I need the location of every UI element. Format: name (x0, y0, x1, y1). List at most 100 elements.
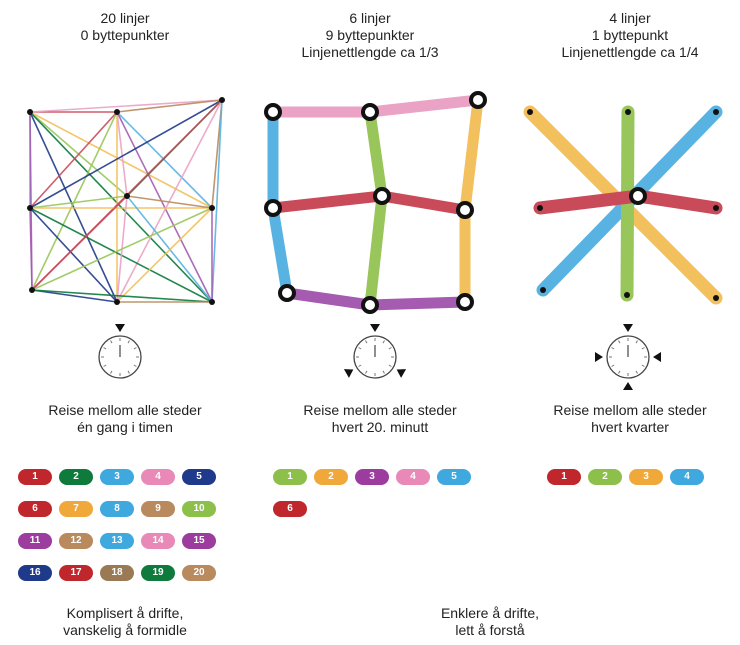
stop-point (537, 205, 543, 211)
line-badge: 9 (141, 501, 175, 517)
panel2-heading-line3: Linjenettlengde ca 1/3 (301, 44, 439, 60)
footer-left: Komplisert å drifte, vanskelig å formidl… (10, 605, 240, 639)
route-line (116, 207, 213, 303)
line-badge: 3 (355, 469, 389, 485)
stop-point (124, 193, 130, 199)
stop-point (527, 109, 533, 115)
line-badge: 1 (547, 469, 581, 485)
line-badge: 5 (437, 469, 471, 485)
line-red (267, 190, 388, 214)
line-badge: 3 (629, 469, 663, 485)
route-line (29, 99, 223, 113)
line-purple (364, 296, 471, 311)
footer-right-line2: lett å forstå (455, 622, 525, 638)
route-line (31, 195, 128, 291)
route-line (29, 111, 213, 303)
panel2-caption: Reise mellom alle steder hvert 20. minut… (265, 402, 495, 436)
line-green (364, 190, 388, 311)
panel2-heading: 6 linjer 9 byttepunkter Linjenettlengde … (255, 10, 485, 61)
transfer-point (264, 199, 282, 217)
route-line (126, 195, 213, 209)
route-line (31, 111, 118, 291)
line-badge: 6 (273, 501, 307, 517)
panel3-caption: Reise mellom alle steder hvert kvarter (515, 402, 740, 436)
line-badge: 2 (314, 469, 348, 485)
clock-icon (595, 324, 661, 390)
line-orange (459, 94, 484, 216)
line-badge: 4 (141, 469, 175, 485)
line-badge: 3 (100, 469, 134, 485)
route-line (31, 289, 118, 303)
panel1-heading-line1: 20 linjer (100, 10, 150, 26)
route-line (29, 207, 118, 303)
route-line (116, 111, 128, 197)
line-badge: 4 (396, 469, 430, 485)
panel1-heading: 20 linjer 0 byttepunkter (10, 10, 240, 44)
line-badge: 16 (18, 565, 52, 581)
line-pink (364, 94, 484, 118)
stop-point (27, 205, 33, 211)
stop-point (713, 295, 719, 301)
line-badge: 19 (141, 565, 175, 581)
line-badge: 2 (588, 469, 622, 485)
panel2-caption-line2: hvert 20. minutt (331, 419, 429, 435)
panel2-caption-line1: Reise mellom alle steder (303, 402, 457, 418)
stop-point (114, 109, 120, 115)
stop-point (27, 109, 33, 115)
transfer-point (456, 293, 474, 311)
route-line (29, 111, 118, 303)
panel2-heading-line1: 6 linjer (349, 10, 391, 26)
footer-right: Enklere å drifte, lett å forstå (375, 605, 605, 639)
route-line (116, 111, 213, 209)
line-green (364, 106, 388, 202)
line-badge: 17 (59, 565, 93, 581)
stop-point (624, 292, 630, 298)
panel2-network (264, 91, 487, 314)
line-badge: 7 (59, 501, 93, 517)
clock-icon (343, 324, 407, 379)
line-blue (267, 202, 293, 299)
stop-point (219, 97, 225, 103)
line-badge: 15 (182, 533, 216, 549)
panel2-heading-line2: 9 byttepunkter (325, 27, 415, 43)
panel3-heading-line1: 4 linjer (609, 10, 651, 26)
route-line (29, 207, 33, 291)
stop-point (540, 287, 546, 293)
stop-point (114, 299, 120, 305)
panel3-heading-line2: 1 byttepunkt (591, 27, 669, 43)
line-badge: 18 (100, 565, 134, 581)
panel3-caption-line2: hvert kvarter (591, 419, 669, 435)
line-red (376, 190, 471, 216)
route-line (29, 111, 213, 209)
panel3-heading-line3: Linjenettlengde ca 1/4 (561, 44, 699, 60)
panel3-heading: 4 linjer 1 byttepunkt Linjenettlengde ca… (515, 10, 740, 61)
route-line (29, 195, 128, 209)
transfer-point (456, 201, 474, 219)
route-line (211, 99, 223, 303)
route-line (31, 289, 213, 303)
clock-icon (98, 324, 142, 379)
line-badge: 1 (18, 469, 52, 485)
line-badge: 1 (273, 469, 307, 485)
stop-point (713, 205, 719, 211)
transfer-point (373, 187, 391, 205)
panel1-caption-line2: én gang i timen (77, 419, 173, 435)
stop-point (625, 109, 631, 115)
line-badge: 12 (59, 533, 93, 549)
panel1-caption-line1: Reise mellom alle steder (48, 402, 202, 418)
route-line (116, 99, 223, 303)
line-badge: 10 (182, 501, 216, 517)
line-badge: 6 (18, 501, 52, 517)
line-badge: 11 (18, 533, 52, 549)
transfer-point (278, 284, 296, 302)
stop-point (29, 287, 35, 293)
line-badge: 2 (59, 469, 93, 485)
transfer-point (361, 296, 379, 314)
transfer-point (264, 103, 282, 121)
footer-left-line2: vanskelig å formidle (63, 622, 187, 638)
route-line (116, 99, 223, 113)
panel3-caption-line1: Reise mellom alle steder (553, 402, 707, 418)
footer-left-line1: Komplisert å drifte, (66, 605, 184, 621)
panel1-caption: Reise mellom alle steder én gang i timen (10, 402, 240, 436)
route-line (29, 111, 118, 209)
